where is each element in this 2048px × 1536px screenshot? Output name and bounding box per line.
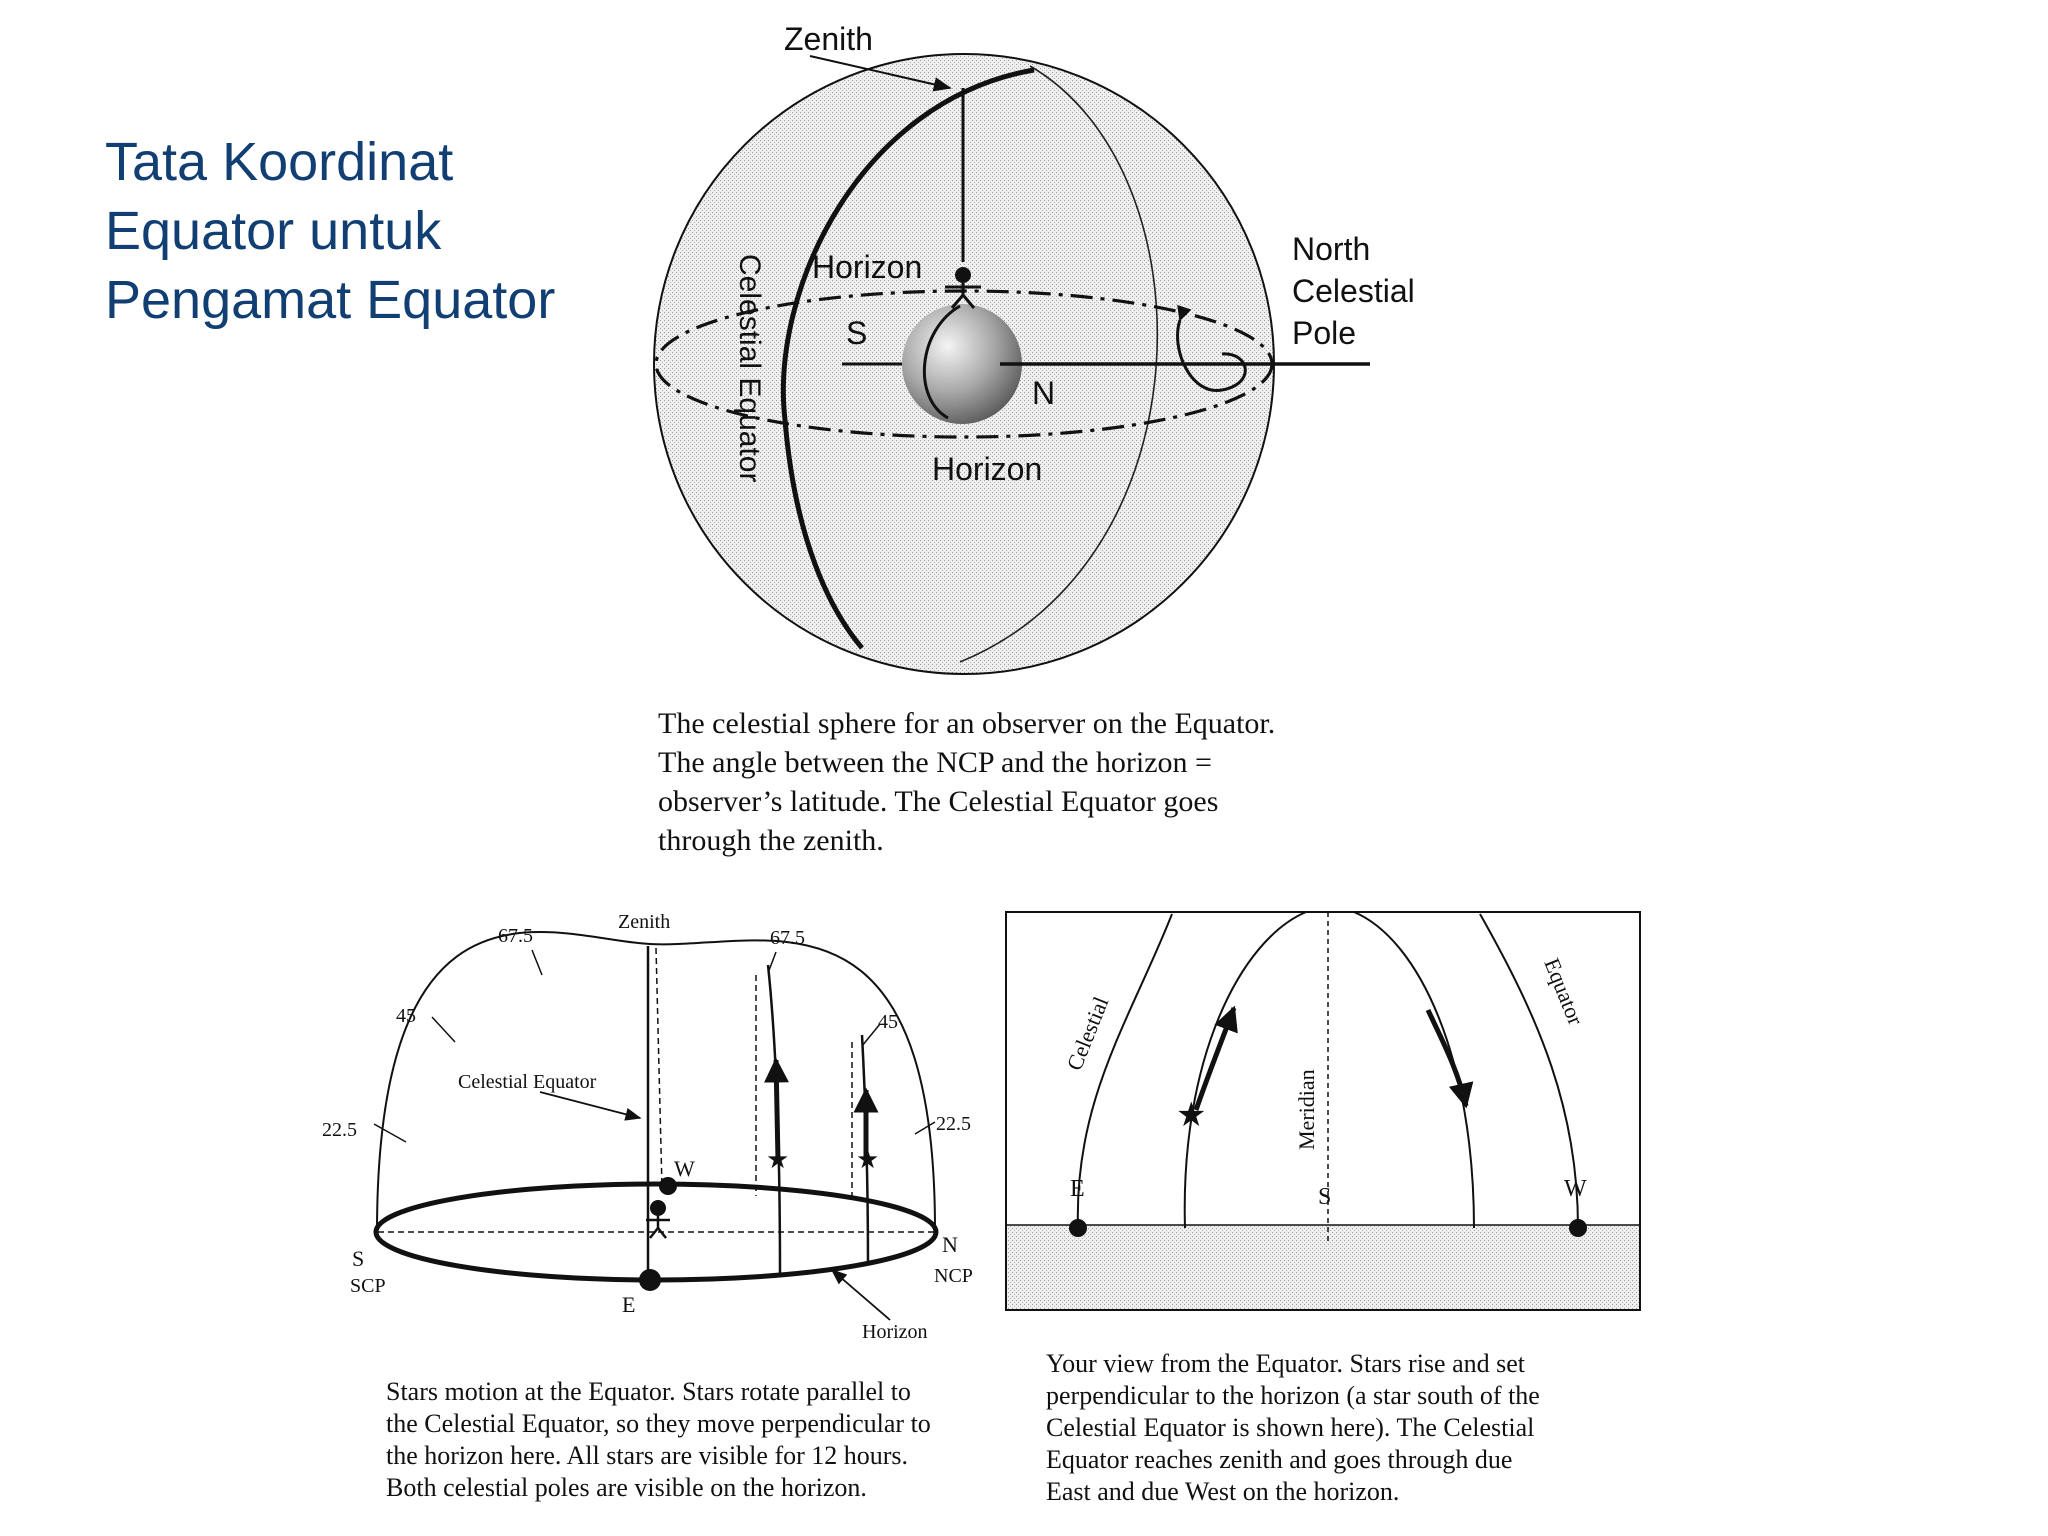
caption-line: through the zenith. <box>658 824 884 857</box>
caption-observer-view: Your view from the Equator. Stars rise a… <box>1046 1348 1540 1508</box>
caption-line: perpendicular to the horizon (a star sou… <box>1046 1381 1540 1410</box>
alt-22-left-label: 22.5 <box>322 1119 357 1141</box>
caption-line: the horizon here. All stars are visible … <box>386 1441 909 1470</box>
south-label-small: S <box>352 1246 364 1271</box>
setting-arrow <box>1425 1008 1474 1109</box>
ncp-label-line-3: Pole <box>1292 315 1356 351</box>
tick-67-left <box>531 949 543 976</box>
alt-67-right-label: 67.5 <box>770 927 805 949</box>
caption-line: East and due West on the horizon. <box>1046 1477 1400 1506</box>
caption-line: The angle between the NCP and the horizo… <box>658 746 1212 779</box>
figure-observer-view: ★ Celestial Equator Meridian E S W <box>1005 911 1641 1311</box>
tick-22-left <box>373 1123 407 1143</box>
caption-line: The celestial sphere for an observer on … <box>658 707 1276 740</box>
west-label: W <box>674 1156 695 1181</box>
alt-45-right-label: 45 <box>878 1011 898 1033</box>
caption-line: Equator reaches zenith and goes through … <box>1046 1445 1513 1474</box>
north-label: N <box>1032 375 1055 411</box>
title-line-1: Tata Koordinat <box>105 132 454 192</box>
caption-line: observer’s latitude. The Celestial Equat… <box>658 785 1219 818</box>
title-line-2: Equator untuk <box>105 201 442 261</box>
observer-figure <box>945 267 981 309</box>
celestial-equator-arc-right <box>1479 913 1579 1229</box>
east-label-view: E <box>1070 1176 1085 1202</box>
caption-celestial-sphere: The celestial sphere for an observer on … <box>658 704 1275 860</box>
caption-line: Celestial Equator is shown here). The Ce… <box>1046 1413 1535 1442</box>
celestial-equator-dashed <box>655 947 663 1189</box>
celestial-equator-arc <box>1076 913 1173 1229</box>
scp-label: SCP <box>350 1275 386 1297</box>
ncp-label: NCP <box>934 1265 973 1287</box>
north-label-small: N <box>942 1232 958 1257</box>
tick-45-left <box>431 1016 456 1043</box>
figure-star-motion-dome: ★ ★ Zenith 67.5 67.5 45 45 22.5 22.5 Cel… <box>322 911 973 1343</box>
east-label: E <box>622 1292 635 1317</box>
star-icon-2: ★ <box>856 1145 879 1175</box>
south-label: S <box>846 315 867 351</box>
tick-45-right <box>861 1023 881 1047</box>
caption-line: Stars motion at the Equator. Stars rotat… <box>386 1377 911 1406</box>
tick-22-right <box>914 1121 936 1135</box>
rising-arrow <box>1193 1005 1238 1111</box>
celestial-equator-label: Celestial Equator <box>733 254 766 482</box>
alt-67-left-label: 67.5 <box>498 925 533 947</box>
caption-line: Both celestial poles are visible on the … <box>386 1473 867 1502</box>
west-label-view: W <box>1564 1176 1587 1202</box>
celestial-equator-label-small: Celestial Equator <box>458 1071 597 1093</box>
earth-equator-arc <box>922 304 961 420</box>
caption-line: Your view from the Equator. Stars rise a… <box>1046 1349 1526 1378</box>
zenith-label: Zenith <box>784 21 873 57</box>
zenith-label-small: Zenith <box>618 911 670 933</box>
rotation-arrow <box>1176 304 1247 392</box>
title-line-3: Pengamat Equator <box>105 270 556 330</box>
east-point <box>639 1269 661 1291</box>
figure-celestial-sphere: Zenith Horizon Horizon S N Celestial Equ… <box>653 21 1415 675</box>
star-motion-arrow-1 <box>763 1057 789 1161</box>
celestial-equator-circle <box>780 67 1035 650</box>
horizon-label-small: Horizon <box>862 1321 928 1343</box>
caption-star-motion: Stars motion at the Equator. Stars rotat… <box>386 1376 931 1504</box>
tick-67-right <box>767 951 777 974</box>
ncp-label-line-1: North <box>1292 231 1370 267</box>
west-point-view <box>1569 1219 1587 1237</box>
caption-line: the Celestial Equator, so they move perp… <box>386 1409 931 1438</box>
alt-22-right-label: 22.5 <box>936 1113 971 1135</box>
alt-45-left-label: 45 <box>396 1005 416 1027</box>
celestial-equator-pointer <box>539 1091 642 1121</box>
west-point <box>659 1177 677 1195</box>
slide-title: Tata Koordinat Equator untuk Pengamat Eq… <box>105 128 555 335</box>
south-label-view: S <box>1318 1184 1331 1210</box>
ground-area <box>1007 1225 1639 1309</box>
zenith-arrow <box>809 55 952 92</box>
horizon-pointer <box>830 1268 891 1321</box>
ncp-label-line-2: Celestial <box>1292 273 1415 309</box>
east-point-view <box>1069 1219 1087 1237</box>
horizon-upper-label: Horizon <box>812 249 922 285</box>
meridian-label: Meridian <box>1294 1069 1319 1150</box>
horizon-lower-label: Horizon <box>932 451 1042 487</box>
star-icon-1: ★ <box>766 1145 789 1175</box>
star-icon-3: ★ <box>1176 1095 1206 1135</box>
sky-dome <box>376 931 936 1233</box>
observer-figure-small <box>646 1200 670 1239</box>
